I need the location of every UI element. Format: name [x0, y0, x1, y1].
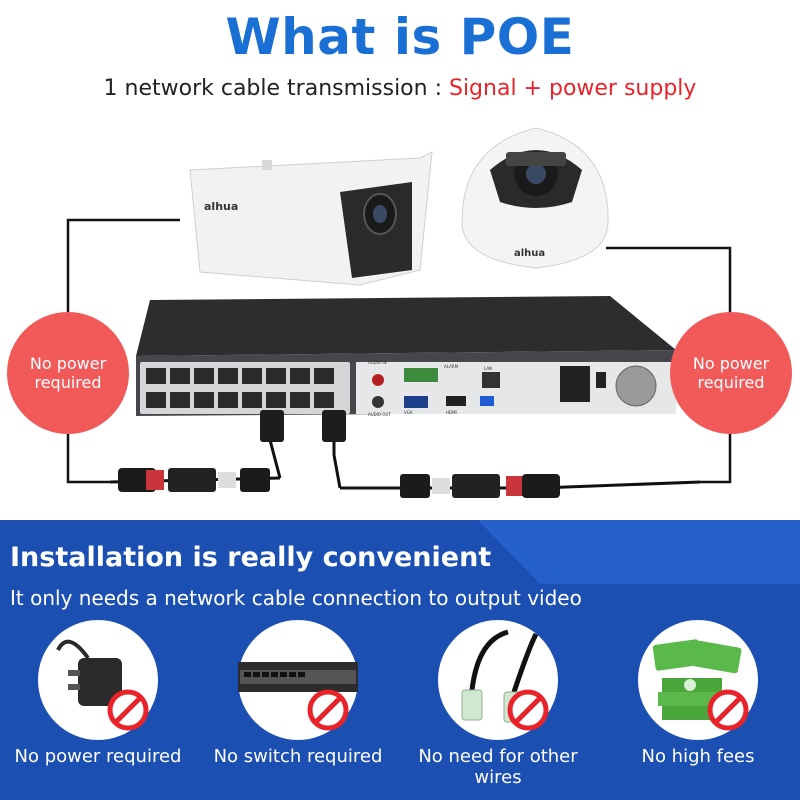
feature-no-fees-circle — [638, 620, 758, 740]
feature-no-wires-circle — [438, 620, 558, 740]
left-no-power-badge: No power required — [7, 312, 129, 434]
feature-no-switch-label: No switch required — [213, 746, 383, 767]
feature-no-switch-circle — [238, 620, 358, 740]
feature-no-fees-label: No high fees — [641, 746, 755, 767]
svg-text:HDMI: HDMI — [446, 410, 457, 415]
installation-subtitle: It only needs a network cable connection… — [10, 586, 582, 610]
page-subtitle: 1 network cable transmission : Signal + … — [0, 76, 800, 101]
svg-text:alhua: alhua — [204, 200, 238, 213]
subtitle-prefix: 1 network cable transmission : — [103, 76, 449, 101]
subtitle-highlight: Signal + power supply — [448, 76, 697, 101]
power-adapter-icon — [56, 639, 149, 731]
svg-text:LAN: LAN — [484, 366, 492, 371]
bullet-camera-icon: alhua — [189, 151, 433, 286]
svg-text:ALARM: ALARM — [444, 364, 459, 369]
right-no-power-badge: No power required — [670, 312, 792, 434]
feature-no-switch: No switch required — [203, 620, 393, 767]
feature-no-wires: No need for other wires — [403, 620, 593, 788]
poe-diagram: alhua alhua — [0, 110, 800, 520]
feature-no-power-circle — [38, 620, 158, 740]
svg-text:AUDIO IN: AUDIO IN — [368, 360, 387, 365]
dome-camera-icon: alhua — [461, 127, 609, 269]
feature-no-power: No power required — [3, 620, 193, 767]
page-title: What is POE — [225, 8, 575, 66]
network-cable-icon — [461, 629, 549, 731]
waterproof-connector-icon — [118, 468, 560, 498]
svg-text:AUDIO OUT: AUDIO OUT — [368, 412, 391, 417]
money-icon — [652, 639, 749, 731]
network-switch-icon — [238, 662, 358, 731]
nvr-recorder-icon: AUDIO IN AUDIO OUT ALARM VGA HDMI LAN — [136, 296, 676, 417]
svg-text:alhua: alhua — [514, 248, 545, 259]
poe-diagram-graphic: alhua alhua — [66, 127, 732, 498]
rj45-plug-icon — [260, 410, 346, 442]
svg-text:VGA: VGA — [404, 410, 413, 415]
installation-panel: Installation is really convenient It onl… — [0, 520, 800, 800]
installation-title: Installation is really convenient — [10, 542, 492, 573]
feature-no-power-label: No power required — [14, 746, 182, 767]
feature-no-fees: No high fees — [603, 620, 793, 767]
feature-no-wires-label: No need for other wires — [418, 746, 578, 788]
